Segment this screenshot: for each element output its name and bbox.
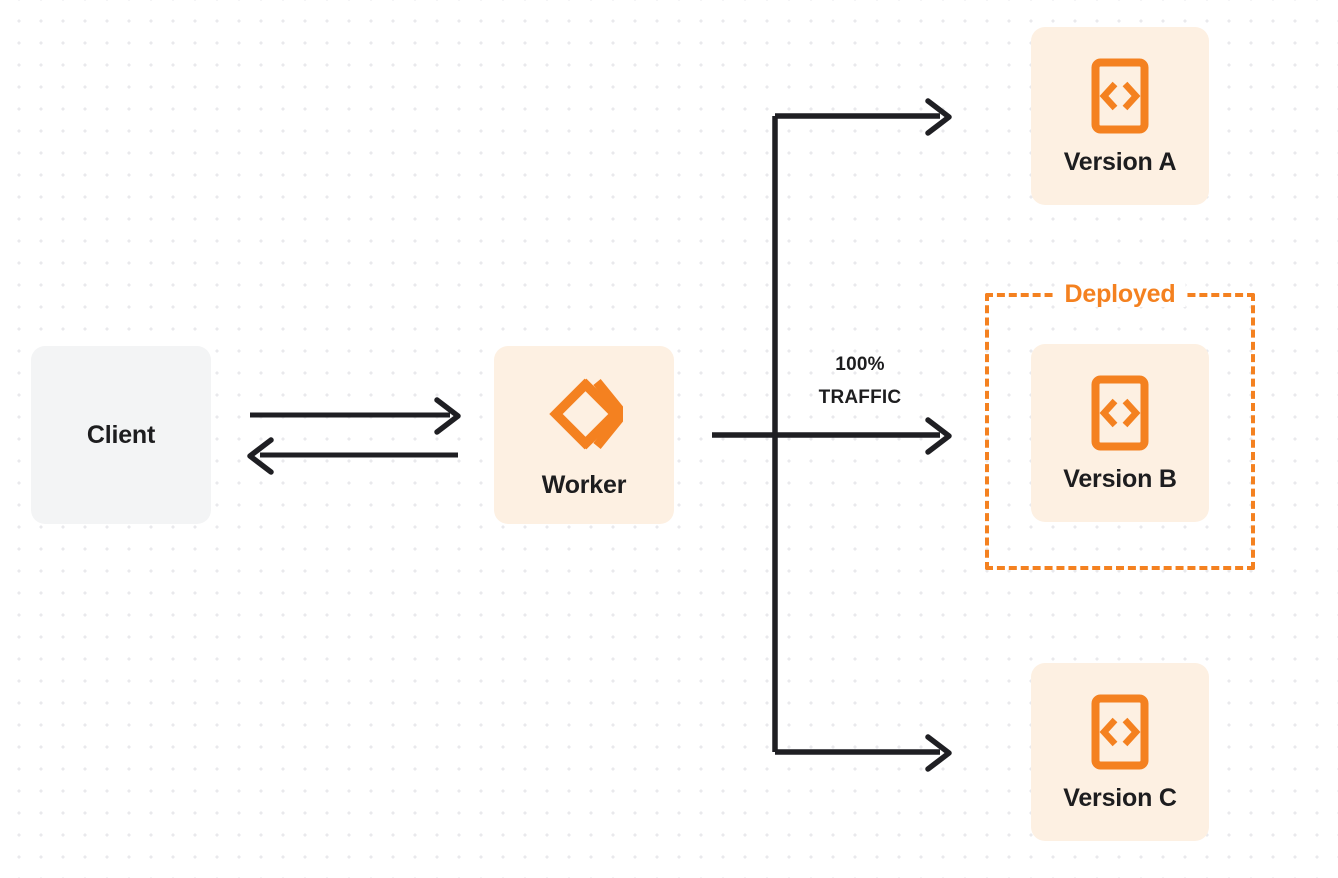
cloudflare-workers-logo-icon: [545, 377, 630, 451]
edge-worker-to-versions: [712, 98, 952, 772]
node-version-c-label: Version C: [1063, 783, 1177, 812]
traffic-label: 100% TRAFFIC: [790, 348, 930, 415]
node-version-b[interactable]: Version B: [1031, 344, 1209, 522]
node-version-a-label: Version A: [1063, 147, 1177, 176]
node-version-b-label: Version B: [1063, 464, 1177, 493]
arrowhead-version-a: [925, 98, 952, 136]
edge-client-to-worker: [250, 397, 461, 435]
edge-worker-to-client: [247, 437, 458, 475]
node-worker-label: Worker: [541, 470, 627, 499]
code-brackets-icon: [1091, 58, 1149, 134]
node-version-c[interactable]: Version C: [1031, 663, 1209, 841]
node-client[interactable]: Client: [31, 346, 211, 524]
group-deployed: Deployed: [985, 282, 1255, 570]
arrowhead-version-c: [925, 734, 952, 772]
code-brackets-icon: [1091, 694, 1149, 770]
code-brackets-icon: [1091, 375, 1149, 451]
group-deployed-label: Deployed: [1054, 282, 1186, 307]
traffic-percent: 100%: [835, 354, 885, 375]
node-client-label: Client: [86, 420, 156, 449]
traffic-word: TRAFFIC: [818, 387, 902, 409]
node-worker[interactable]: Worker: [494, 346, 674, 524]
node-version-a[interactable]: Version A: [1031, 27, 1209, 205]
arrowhead-version-b: [925, 417, 952, 455]
